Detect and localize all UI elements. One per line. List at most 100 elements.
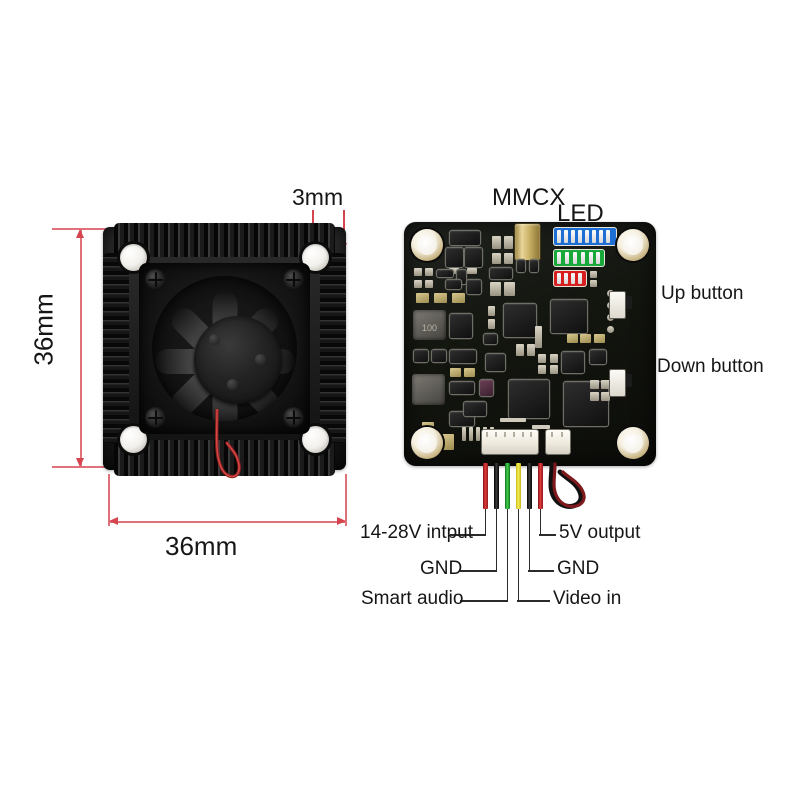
leader-line-gnd-left [460,570,497,572]
smd-pad [488,319,495,329]
smd-component [480,380,493,396]
pcb-mount-hole-bottom-right [617,427,649,459]
smd-component [446,280,461,289]
smd-component [414,350,428,362]
smd-pad [414,280,422,288]
smd-component [446,248,463,267]
wire-video-in [516,463,521,509]
heatsink-fins-top [114,223,335,257]
smd-capacitor [434,293,447,303]
wire-gnd-right [527,463,532,509]
leader-line-gnd-right [528,570,554,572]
smd-pad [590,392,599,401]
wire-smart-audio [505,463,510,509]
smd-pad [601,392,610,401]
smd-pad [425,280,433,288]
smd-pad [492,236,501,249]
smd-component [450,314,472,338]
leader-line-gnd-left [495,509,498,571]
leader-line-video-in [517,509,520,601]
smd-pad [414,268,422,276]
dim-arrow-right [337,517,346,526]
smd-pad [504,236,513,249]
dim-extension-left-bottom [108,474,110,526]
silkscreen-mark [500,418,526,422]
down-button-actuator[interactable] [626,374,632,387]
fan-frame [139,263,310,434]
pcb-mount-hole-bottom-left [411,427,443,459]
smd-component [465,248,482,267]
smd-component [590,350,606,364]
up-button-switch[interactable] [610,292,632,318]
smd-capacitor [594,334,605,343]
leader-line-14-28v-input [484,509,487,535]
dip-bank-red[interactable] [554,271,586,286]
fan-hub-mark [227,379,238,390]
leader-line-5v-output [539,509,542,535]
smd-capacitor [416,293,429,303]
dim-arrow-top [76,229,85,238]
main-ic-mid-right [562,352,584,373]
smd-component [467,280,481,294]
smd-component [490,268,512,279]
fan-power-wire [211,409,251,489]
wire-gnd-left [494,463,499,509]
smd-component [450,231,480,245]
status-led [607,326,614,333]
mmcx-pad [530,260,538,272]
label-5v-output: 5V output [559,522,641,543]
smd-component [432,350,446,362]
smd-pad [550,365,558,374]
label-video-in: Video in [553,588,622,609]
leader-line-smart-audio [460,600,508,602]
label-up-button: Up button [661,283,744,304]
leader-line-smart-audio [506,509,509,601]
edge-pad [462,427,466,441]
smd-component [484,334,497,344]
smd-pad [488,306,495,316]
heatsink-fins-left [103,253,129,443]
pcb-mount-hole-top-left [411,229,443,261]
inductor-marking: 100 [421,322,438,333]
smd-component [464,402,486,416]
mmcx-pad [517,260,525,272]
pcb-substrate: 100 [404,222,656,466]
fan-hub-mark [209,334,220,345]
dim-line-horizontal-36mm [109,521,346,523]
pcb-top-view: 100 [404,222,656,466]
smd-capacitor [422,422,434,431]
smd-pad [535,326,542,348]
main-ic-lower-right [564,382,608,426]
fan-hub-mark [255,354,266,365]
jst-6pin-header [482,430,538,454]
smd-capacitor [442,434,454,450]
smd-pad [492,253,501,264]
label-mmcx: MMCX [492,184,566,211]
smd-pad [467,268,477,274]
fan-hub [194,316,282,404]
dip-bank-blue[interactable] [554,228,616,245]
heatsink-fan-assembly [103,223,346,479]
mmcx-connector [515,224,540,260]
dim-line-vertical-36mm [80,229,82,467]
smd-capacitor [452,293,465,303]
power-inductor-2 [412,374,445,405]
smd-pad [590,271,597,278]
smd-component [450,382,474,394]
up-button-actuator[interactable] [626,296,632,309]
power-inductor-1: 100 [413,310,446,340]
fan-rotor [152,276,297,421]
two-pin-pigtail [546,461,606,516]
smd-pad [490,282,501,296]
edge-pad [476,427,480,441]
smd-pad [516,344,524,356]
smd-component [450,350,476,363]
heatsink-fins-right [320,253,346,443]
dip-bank-green[interactable] [554,250,604,266]
label-smart-audio: Smart audio [361,588,464,609]
label-down-button: Down button [657,356,764,377]
smd-pad [550,354,558,363]
smd-pad [590,280,597,287]
dim-extension-top-left [52,228,112,230]
down-button-switch[interactable] [610,370,632,396]
